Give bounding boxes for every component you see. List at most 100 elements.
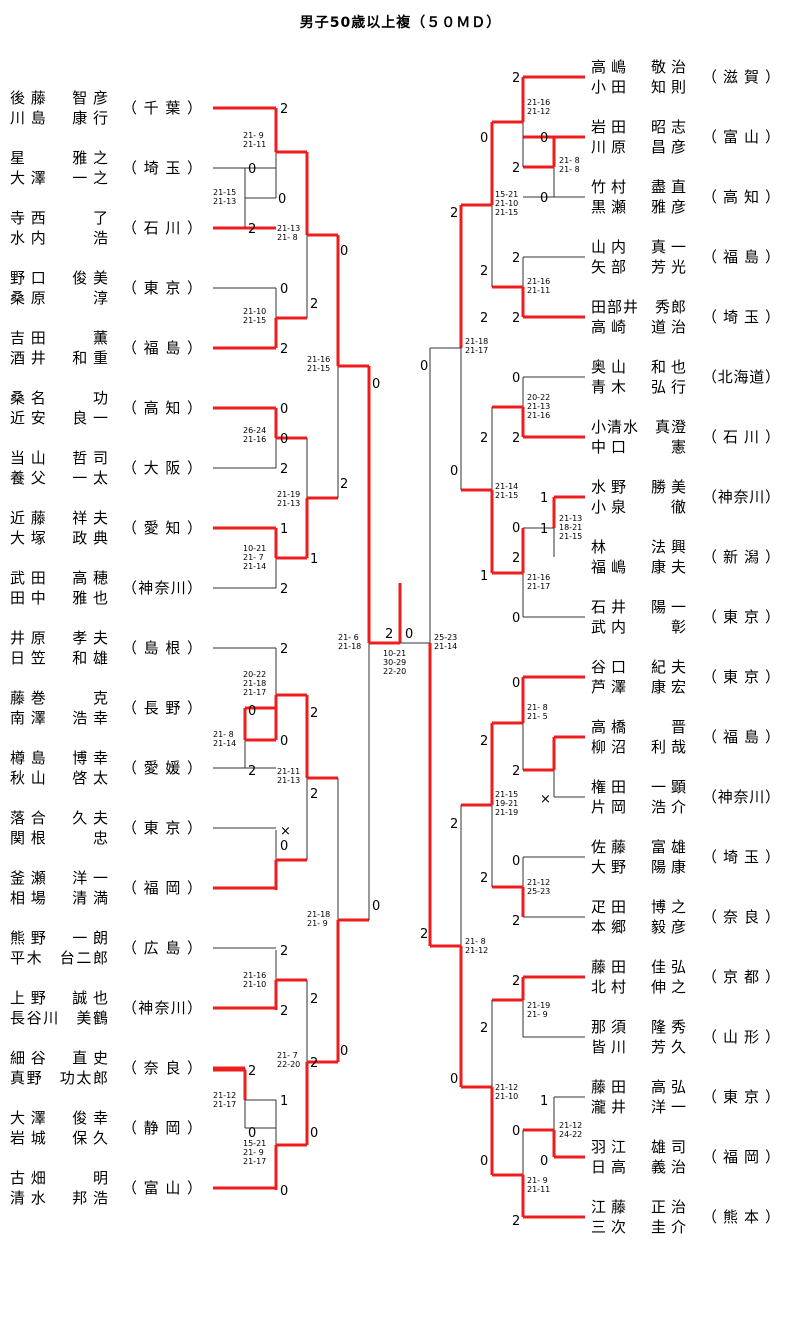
player-name: 熊野 一朗 (10, 929, 108, 947)
player-name: 日高 義治 (591, 1158, 686, 1176)
player-name: 黒瀬 雅彦 (591, 198, 686, 216)
match-score-mark: 2 (385, 627, 393, 642)
player-name: 平木 台二郎 (10, 949, 108, 967)
match-score-mark: 0 (280, 1184, 288, 1199)
match-score-mark: 0 (512, 854, 520, 869)
player-name: 林 法興 (591, 538, 686, 556)
player-name: 皆川 芳久 (591, 1038, 686, 1056)
match-score-mark: 2 (480, 871, 488, 886)
prefecture-label: （神奈川） (702, 788, 780, 806)
match-score-mark: 1 (310, 552, 318, 567)
prefecture-label: （愛知） (122, 519, 202, 537)
prefecture-label: （新潟） (702, 548, 780, 566)
player-name: 石井 陽一 (591, 598, 686, 616)
match-score-mark: 0 (278, 192, 286, 207)
player-name: 上野 誠也 (10, 989, 108, 1007)
match-score-mark: 0 (280, 432, 288, 447)
player-name: 藤田 高弘 (591, 1078, 686, 1096)
prefecture-label: （東京） (122, 819, 202, 837)
prefecture-label: （福岡） (702, 1148, 780, 1166)
match-score-mark: 1 (480, 569, 488, 584)
prefecture-label: （熊本） (702, 1208, 780, 1226)
match-score-mark: 2 (480, 734, 488, 749)
prefecture-label: （福岡） (122, 879, 202, 897)
match-score-mark: 0 (512, 676, 520, 691)
match-score-mark: 0 (310, 1126, 318, 1141)
prefecture-label: （愛媛） (122, 759, 202, 777)
player-name: 後藤 智彦 (10, 89, 108, 107)
prefecture-label: （埼玉） (702, 848, 780, 866)
player-name: 北村 伸之 (591, 978, 686, 996)
player-name: 高嶋 敬治 (591, 58, 686, 76)
player-name: 落合 久夫 (10, 809, 108, 827)
prefecture-label: （神奈川） (122, 999, 202, 1017)
player-name: 山内 真一 (591, 238, 686, 256)
player-name: 奥山 和也 (591, 358, 686, 376)
player-name: 桑名 功 (10, 389, 108, 407)
prefecture-label: （広島） (122, 939, 202, 957)
match-score-mark: 2 (512, 311, 520, 326)
player-name: 武内 彰 (591, 618, 686, 636)
player-name: 岩田 昭志 (591, 118, 686, 136)
match-score-mark: 2 (450, 206, 458, 221)
match-score-mark: 0 (450, 464, 458, 479)
match-score-mark: 2 (310, 787, 318, 802)
player-name: 高橋 晋 (591, 718, 686, 736)
player-name: 南澤 浩幸 (10, 709, 108, 727)
match-score-mark: 0 (248, 162, 256, 177)
player-name: 古畑 明 (10, 1169, 108, 1187)
prefecture-label: （北海道） (702, 368, 780, 386)
match-score-mark: 0 (540, 191, 548, 206)
match-score-mark: 1 (280, 522, 288, 537)
match-score-mark: 0 (540, 131, 548, 146)
match-score-mark: 2 (480, 1021, 488, 1036)
player-name: 高崎 道治 (591, 318, 686, 336)
match-score-mark: 2 (450, 817, 458, 832)
match-score-mark: 1 (540, 491, 548, 506)
prefecture-label: （京都） (702, 968, 780, 986)
player-name: 吉田 薫 (10, 329, 108, 347)
match-score-mark: 0 (450, 1072, 458, 1087)
prefecture-label: （静岡） (122, 1119, 202, 1137)
prefecture-label: （石川） (122, 219, 202, 237)
prefecture-label: （高知） (122, 399, 202, 417)
player-name: 秋山 啓太 (10, 769, 108, 787)
prefecture-label: （山形） (702, 1028, 780, 1046)
prefecture-label: （奈良） (702, 908, 780, 926)
prefecture-label: （長野） (122, 699, 202, 717)
match-score-mark: 0 (480, 1154, 488, 1169)
match-score-mark: 2 (248, 1064, 256, 1079)
match-score-mark: 0 (372, 899, 380, 914)
match-score-mark: 2 (248, 222, 256, 237)
player-name: 竹村 盡直 (591, 178, 686, 196)
prefecture-label: （富山） (702, 128, 780, 146)
player-name: 藤田 佳弘 (591, 958, 686, 976)
prefecture-label: （神奈川） (122, 579, 202, 597)
player-name: 羽江 雄司 (591, 1138, 686, 1156)
player-name: 岩城 保久 (10, 1129, 108, 1147)
player-name: 藤巻 克 (10, 689, 108, 707)
match-score-mark: 0 (248, 704, 256, 719)
match-score-mark: 2 (280, 944, 288, 959)
player-name: 長谷川 美鶴 (10, 1009, 108, 1027)
match-score-mark: 2 (512, 71, 520, 86)
player-name: 小泉 徹 (591, 498, 686, 516)
prefecture-label: （東京） (702, 608, 780, 626)
